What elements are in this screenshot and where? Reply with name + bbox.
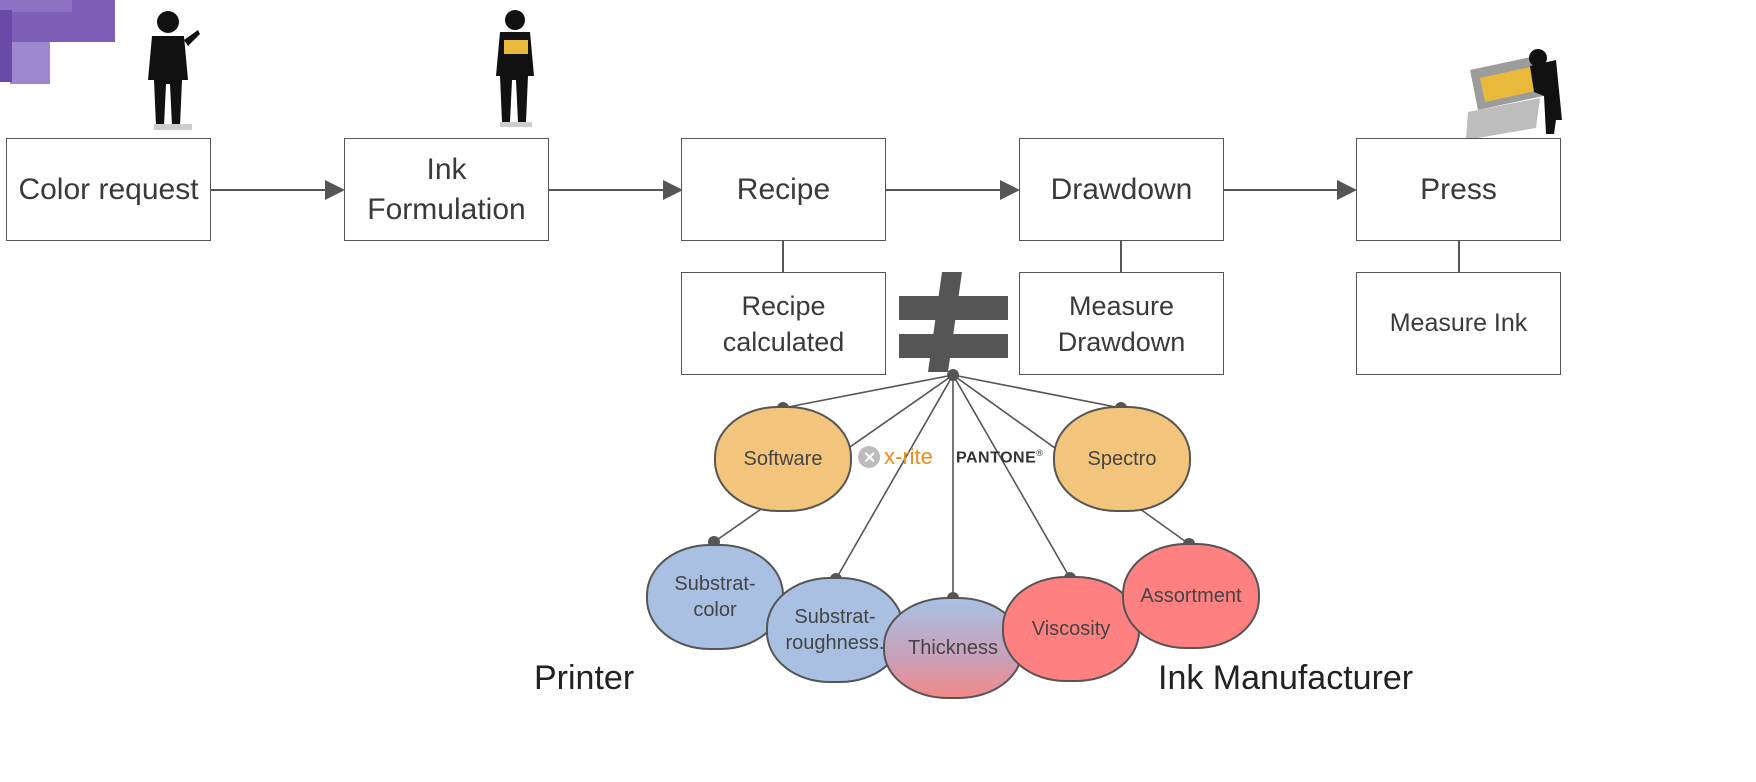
xrite-logo: ✕ x-rite — [858, 444, 933, 470]
software-blob: Software — [714, 406, 852, 512]
color-request-box: Color request — [6, 138, 211, 241]
spectro-blob: Spectro — [1053, 406, 1191, 512]
person-icon-2 — [496, 10, 534, 127]
not-equal-icon — [899, 272, 1008, 372]
viscosity-blob: Viscosity — [1002, 576, 1140, 682]
drawdown-label: Drawdown — [1050, 172, 1193, 206]
printer-label: Printer — [534, 659, 635, 697]
assortment-label: Assortment — [1140, 585, 1242, 607]
ink-formulation-box: Ink Formulation — [344, 138, 549, 241]
assortment-blob: Assortment — [1122, 543, 1260, 649]
press-label: Press — [1420, 172, 1497, 206]
xrite-wordmark: x-rite — [884, 444, 933, 469]
measure-ink-label: Measure Ink — [1389, 309, 1528, 337]
recipe-calculated-label: Recipe calculated — [722, 290, 845, 357]
person-icon-1 — [148, 11, 200, 130]
recipe-box: Recipe — [681, 138, 886, 241]
pantone-wordmark: PANTONE — [956, 449, 1037, 467]
color-request-label: Color request — [18, 172, 199, 206]
substrat-roughness-label: Substrat- roughness. — [785, 606, 885, 654]
pantone-logo: PANTONE® — [956, 448, 1043, 467]
corner-decoration — [0, 0, 120, 90]
spectro-label: Spectro — [1087, 448, 1157, 470]
measure-ink-box: Measure Ink — [1356, 272, 1561, 375]
ink-formulation-label: Ink Formulation — [367, 152, 526, 226]
thickness-label: Thickness — [907, 637, 999, 659]
press-box: Press — [1356, 138, 1561, 241]
substrat-roughness-blob: Substrat- roughness. — [766, 577, 904, 683]
substrat-color-blob: Substrat- color — [646, 544, 784, 650]
software-label: Software — [743, 448, 823, 470]
recipe-label: Recipe — [736, 172, 831, 206]
drawdown-box: Drawdown — [1019, 138, 1224, 241]
xrite-mark-icon: ✕ — [858, 446, 880, 468]
ink-manufacturer-label: Ink Manufacturer — [1158, 659, 1414, 697]
recipe-calculated-box: Recipe calculated — [681, 272, 886, 375]
thickness-blob: Thickness — [883, 597, 1023, 699]
measure-drawdown-box: Measure Drawdown — [1019, 272, 1224, 375]
substrat-color-label: Substrat- color — [674, 573, 756, 621]
viscosity-label: Viscosity — [1031, 618, 1111, 640]
press-machine-icon — [1466, 49, 1562, 140]
measure-drawdown-label: Measure Drawdown — [1057, 290, 1186, 357]
